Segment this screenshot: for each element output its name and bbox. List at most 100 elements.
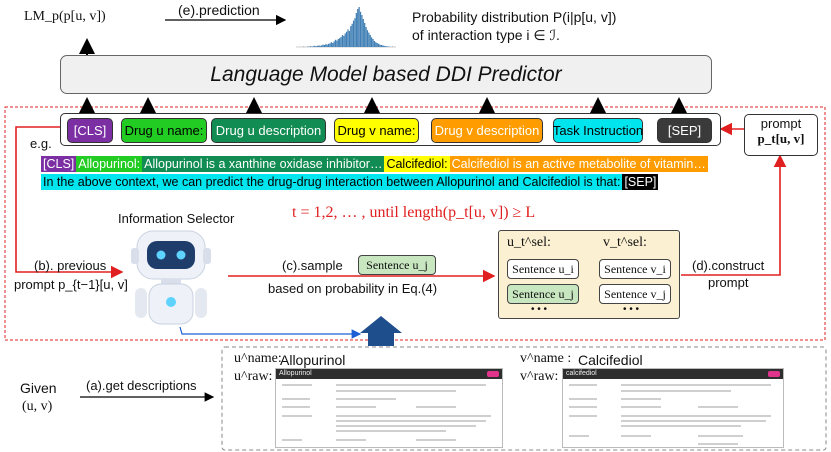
sampled-sentence-chip: Sentence u_j xyxy=(358,255,436,275)
descriptions-frame xyxy=(221,346,827,451)
example-segment: Calcifediol is an active metabolite of v… xyxy=(449,156,708,172)
histogram-bar xyxy=(339,38,341,47)
histogram-bar xyxy=(327,43,330,47)
histogram-bar xyxy=(382,45,384,47)
histogram-bar xyxy=(329,43,331,47)
histogram-bar xyxy=(361,15,363,47)
u-name-value: Allopurinol xyxy=(280,352,346,368)
histogram-bar xyxy=(330,42,332,47)
prompt-box-formula: p_t[u, v] xyxy=(757,131,805,146)
histogram-bar xyxy=(368,32,370,47)
token-chip: [SEP] xyxy=(657,118,712,143)
histogram-bar xyxy=(365,27,367,47)
v-doc-title: calcifediol xyxy=(566,370,597,377)
histogram-bar xyxy=(372,39,374,47)
histogram-bar xyxy=(375,42,377,47)
histogram-bar xyxy=(380,45,382,47)
histogram-bar xyxy=(309,46,312,47)
histogram-bar xyxy=(350,26,352,47)
v-name-value: Calcifediol xyxy=(578,352,643,368)
histogram-bar xyxy=(379,44,381,47)
histogram-bar xyxy=(354,18,356,47)
histogram-bar xyxy=(315,46,317,47)
u-selected-header: u_t^sel: xyxy=(507,235,551,250)
selected-sentences-box: u_t^sel: v_t^sel: Sentence u_i Sentence … xyxy=(498,230,680,319)
token-chip: [CLS] xyxy=(67,118,113,143)
ddi-predictor-box: Language Model based DDI Predictor xyxy=(60,55,712,94)
example-segment: [SEP] xyxy=(622,174,659,190)
histogram-bar xyxy=(364,23,366,47)
histogram-bar xyxy=(376,43,378,47)
u-doc-title: Allopurinol xyxy=(279,370,312,377)
histogram-bar xyxy=(362,19,364,47)
example-segment: Calcifediol: xyxy=(384,156,450,172)
histogram-bar xyxy=(366,30,369,47)
v-more-dots: • • • xyxy=(623,304,640,315)
v-sentence-i: Sentence v_i xyxy=(599,259,671,279)
sample-note: based on probability in Eq.(4) xyxy=(268,281,438,296)
example-segment: Allopurinol is a xanthine oxidase inhibi… xyxy=(142,156,385,172)
histogram-bar xyxy=(383,45,385,47)
histogram-bar xyxy=(336,40,338,47)
given-label: Given xyxy=(20,380,57,396)
token-chip: Drug v description xyxy=(431,118,543,143)
loop-frame xyxy=(4,106,826,341)
histogram-bar xyxy=(344,33,346,47)
example-line-1: [CLS]Allopurinol:Allopurinol is a xanthi… xyxy=(41,155,708,173)
u-raw-label: u^raw: xyxy=(234,369,273,384)
histogram-bar xyxy=(351,23,353,47)
histogram-bar xyxy=(346,31,348,47)
histogram-bar xyxy=(348,31,351,47)
prediction-label: (e).prediction xyxy=(178,2,260,18)
prompt-box-title: prompt xyxy=(760,116,802,131)
token-chip: Drug v name: xyxy=(334,118,419,143)
u-sentence-j: Sentence u_j xyxy=(507,284,579,304)
selector-title: Information Selector xyxy=(118,211,235,226)
histogram-bar xyxy=(369,35,371,47)
histogram-bar xyxy=(325,44,327,47)
previous-prompt-arrow xyxy=(15,126,124,279)
histogram-bar xyxy=(373,41,376,47)
histogram-bar xyxy=(318,45,320,47)
lm-output-label: LM_p(p[u, v]) xyxy=(24,9,106,24)
construct-arrow xyxy=(681,154,787,276)
robot-icon xyxy=(131,230,211,325)
histogram-bar xyxy=(319,45,321,47)
v-name-label: v^name : xyxy=(520,351,572,366)
histogram-bar xyxy=(322,44,324,47)
histogram-bar xyxy=(340,37,342,47)
token-chip: Drug u name: xyxy=(121,118,207,143)
histogram-bar xyxy=(371,37,373,47)
histogram-bar xyxy=(377,43,380,47)
construct-label: (d).construct xyxy=(692,258,765,273)
u-more-dots: • • • xyxy=(531,304,548,315)
v-raw-label: v^raw: xyxy=(520,369,559,384)
construct-label-2: prompt xyxy=(708,275,749,290)
example-segment: In the above context, we can predict the… xyxy=(41,174,623,190)
descriptions-up-arrow xyxy=(360,316,402,346)
v-description-page: calcifediol xyxy=(562,368,784,448)
histogram-bar xyxy=(312,46,314,47)
probability-line-1: Probability distribution P(i|p[u, v]) xyxy=(412,9,617,25)
example-label: e.g. xyxy=(30,136,52,151)
token-up-arrows xyxy=(79,97,687,113)
histogram-bar xyxy=(358,7,360,47)
histogram-bar xyxy=(326,44,328,47)
v-sentence-j: Sentence v_j xyxy=(599,284,671,304)
token-chip: Drug u description xyxy=(211,118,326,143)
u-name-label: u^name: xyxy=(234,351,282,366)
example-segment: [CLS] xyxy=(41,156,77,172)
loop-condition: t = 1,2, … , until length(p_t[u, v]) ≥ L xyxy=(292,204,536,221)
u-sentence-i: Sentence u_i xyxy=(507,259,579,279)
histogram-bar xyxy=(347,29,349,47)
sample-label: (c).sample xyxy=(282,258,343,273)
selector-link xyxy=(179,326,362,339)
histogram-bar xyxy=(332,43,334,47)
previous-prompt-label: (b). previous xyxy=(34,258,107,273)
histogram-bar xyxy=(355,13,357,47)
histogram-bar xyxy=(386,46,388,47)
probability-histogram xyxy=(296,7,396,48)
example-segment: Allopurinol: xyxy=(76,156,143,172)
histogram-bar xyxy=(384,46,387,47)
